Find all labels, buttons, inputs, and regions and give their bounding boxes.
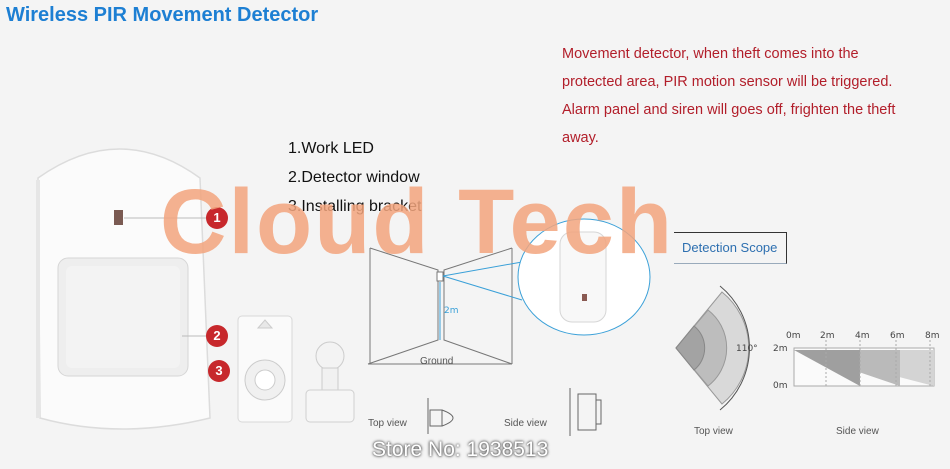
- store-number: Store No: 1938513: [372, 438, 549, 461]
- scope-side-view-label: Side view: [836, 426, 879, 437]
- height-label: 2m: [773, 344, 788, 354]
- mount-views: [427, 388, 602, 436]
- scope-heading: Detection Scope: [682, 240, 778, 255]
- height-label: 0m: [773, 381, 788, 391]
- description-line: protected area, PIR motion sensor will b…: [562, 74, 893, 90]
- feature-list: 1.Work LED 2.Detector window 3.Installin…: [288, 134, 421, 221]
- install-height-label: 2m: [444, 306, 459, 316]
- feature-item-installing-bracket: 3.Installing bracket: [288, 198, 422, 215]
- scope-heading-box: [674, 232, 787, 264]
- scope-side-view: [793, 340, 935, 387]
- distance-label: 0m: [786, 331, 801, 341]
- scope-top-view-label: Top view: [694, 426, 733, 437]
- distance-label: 2m: [820, 331, 835, 341]
- feature-item-work-led: 1.Work LED: [288, 140, 374, 157]
- description-line: Movement detector, when theft comes into…: [562, 46, 859, 62]
- marker-3: 3: [208, 360, 230, 382]
- feature-item-detector-window: 2.Detector window: [288, 169, 420, 186]
- product-description: Movement detector, when theft comes into…: [562, 40, 942, 152]
- pir-detector-image: [36, 148, 211, 430]
- marker-2: 2: [206, 325, 228, 347]
- distance-label: 4m: [855, 331, 870, 341]
- install-top-view-label: Top view: [368, 418, 407, 429]
- page-title: Wireless PIR Movement Detector: [6, 4, 319, 26]
- watermark-text: Cloud Tech: [160, 171, 675, 273]
- marker-1: 1: [206, 207, 228, 229]
- bracket-image: [237, 315, 355, 423]
- ground-label: Ground: [420, 356, 454, 367]
- distance-label: 6m: [890, 331, 905, 341]
- description-line: Alarm panel and siren will goes off, fri…: [562, 102, 896, 118]
- install-side-view-label: Side view: [504, 418, 547, 429]
- scope-angle-label: 110°: [736, 344, 758, 354]
- distance-label: 8m: [925, 331, 940, 341]
- scope-top-view: [675, 285, 750, 411]
- description-line: away.: [562, 130, 599, 146]
- installation-diagram: [367, 218, 651, 365]
